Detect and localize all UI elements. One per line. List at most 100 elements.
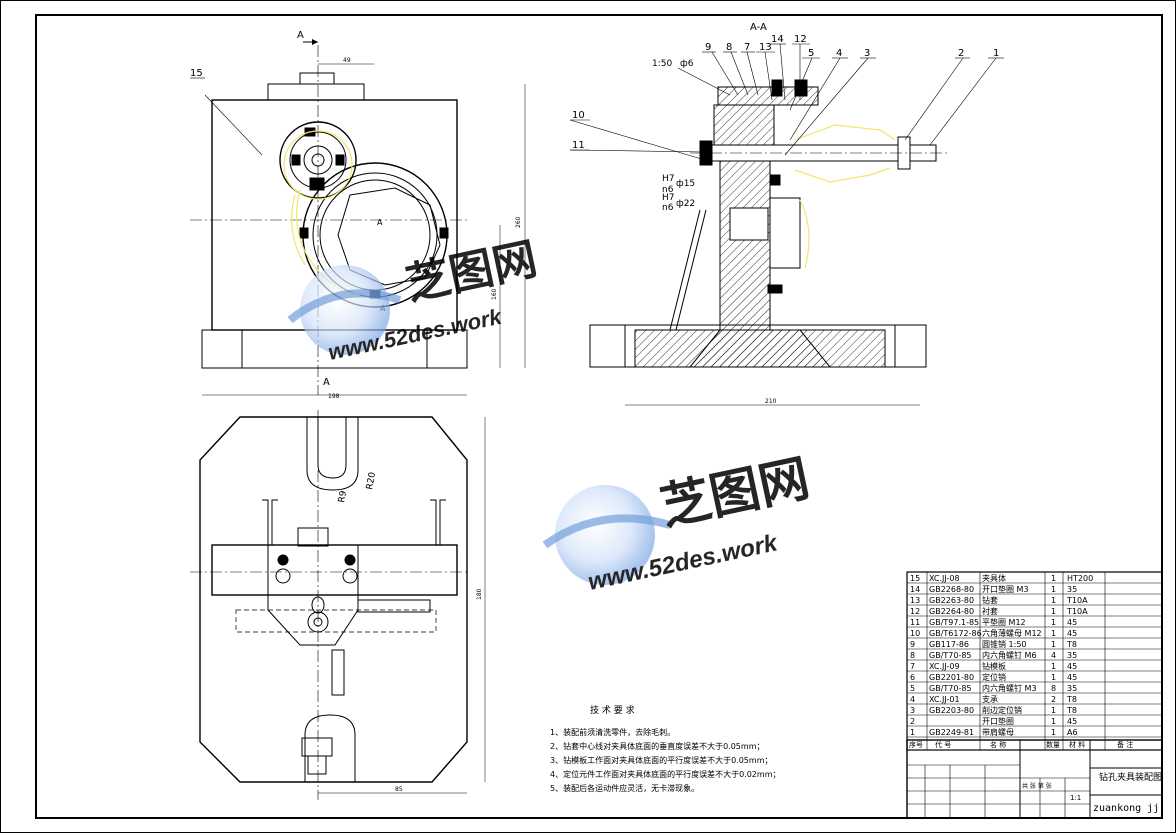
bom-cell-name: 开口垫圈 M3 (982, 584, 1029, 594)
bom-header-no: 序号 (909, 740, 923, 749)
bom-cell-qty: 8 (1051, 684, 1056, 693)
bom-cell-material: 45 (1067, 629, 1077, 638)
dim-front-height: 260 (515, 216, 522, 228)
bom-cell-name: 定位销 (982, 672, 1006, 682)
callout-label: 13 (759, 42, 772, 53)
bom-cell-name: 开口垫圈 (982, 716, 1014, 726)
bom-cell-code: GB/T70-85 (929, 651, 972, 660)
bom-cell-name: 六角薄螺母 M12 (982, 628, 1042, 638)
bom-cell-material: HT200 (1067, 574, 1093, 583)
sheet-info: 共 张 第 张 (1022, 782, 1052, 790)
bom-cell-code: GB117-86 (929, 640, 969, 649)
bom-cell-code: GB/T6172-86 (929, 629, 982, 638)
section-title: A-A (750, 22, 767, 33)
inner-border (35, 14, 1163, 819)
bom-cell-qty: 1 (1051, 728, 1056, 737)
bom-cell-material: T8 (1066, 640, 1077, 649)
callout-12: 12 (794, 34, 807, 45)
watermark-brand: 芝图网 (656, 450, 814, 536)
callout-8: 8 (726, 42, 732, 53)
fit1-size: ф15 (676, 179, 695, 189)
bom-cell-no: 1 (910, 728, 915, 737)
bom-cell-material: 35 (1067, 651, 1077, 660)
title-block-text: 钻孔夹具装配图 1:1 共 张 第 张 zuankong jj (1022, 771, 1162, 814)
scale-note: 1:50 (652, 59, 672, 69)
callout-label: 11 (572, 140, 585, 151)
bom-cell-qty: 1 (1051, 574, 1056, 583)
bom-cell-code: GB/T70-85 (929, 684, 972, 693)
bom-cell-material: T10A (1066, 607, 1088, 616)
side-view-labels: A-A 1:50 ф6 H7 n6 ф15 H7 n6 ф22 210 (625, 22, 920, 406)
bom-cell-qty: 4 (1051, 651, 1056, 660)
mark-a-center: A (377, 218, 383, 227)
watermark-brand: 芝图网 (402, 234, 541, 309)
bom-cell-material: 45 (1067, 618, 1077, 627)
bom-cell-no: 9 (910, 640, 915, 649)
bom-cell-name: 夹具体 (982, 573, 1006, 583)
callout-15: 15 (190, 68, 203, 79)
title-block (906, 739, 1163, 819)
bom-cell-code: GB2249-81 (929, 728, 974, 737)
bom-cell-material: 45 (1067, 717, 1077, 726)
section-mark-a-top: A (297, 30, 304, 41)
callout-label: 8 (726, 42, 732, 53)
bom-cell-material: T8 (1066, 706, 1077, 715)
bom-header-material: 材 料 (1069, 740, 1085, 749)
dim-front-width: 198 (328, 393, 340, 400)
tech-item: 5、装配后各运动件应灵活，无卡滞现象。 (550, 783, 699, 793)
bom-cell-qty: 1 (1051, 673, 1056, 682)
bom-cell-name: 支承 (982, 694, 998, 704)
bom-header-qty: 数量 (1046, 740, 1060, 749)
callout-5: 5 (808, 48, 814, 59)
bom-cell-name: 平垫圈 M12 (982, 617, 1026, 627)
fit2-bottom: n6 (662, 203, 674, 213)
dim-plan-lower: 85 (395, 786, 403, 793)
dim-front-top: 49 (343, 57, 351, 64)
bom-cell-no: 11 (910, 618, 920, 627)
bom-cell-no: 4 (910, 695, 915, 704)
bom-cell-code: GB2268-80 (929, 585, 974, 594)
bom-cell-name: 钻模板 (982, 661, 1006, 671)
bom-cell-code: GB2264-80 (929, 607, 974, 616)
bom-cell-name: 钻套 (982, 595, 998, 605)
callout-10: 10 (572, 110, 585, 121)
bom-cell-name: 内六角螺钉 M6 (982, 650, 1037, 660)
bom-cell-name: 削边定位销 (982, 705, 1022, 715)
bom-cell-no: 15 (910, 574, 920, 583)
bom-cell-no: 3 (910, 706, 915, 715)
bom-cell-code: XC.JJ-08 (929, 574, 960, 583)
bom-cell-qty: 1 (1051, 607, 1056, 616)
bom-cell-qty: 1 (1051, 618, 1056, 627)
bom-cell-qty: 1 (1051, 629, 1056, 638)
bom-cell-qty: 1 (1051, 662, 1056, 671)
bom-cell-no: 13 (910, 596, 920, 605)
callout-label: 9 (705, 42, 711, 53)
bom-cell-name: 内六角螺钉 M3 (982, 683, 1037, 693)
callout-leaders (569, 43, 1004, 161)
plan-view (190, 410, 470, 800)
radius-r20: R20 (365, 471, 378, 490)
bom-cell-qty: 1 (1051, 717, 1056, 726)
callout-7: 7 (744, 42, 750, 53)
callout-13: 13 (759, 42, 772, 53)
bom-cell-material: 35 (1067, 585, 1077, 594)
bom-cell-code: GB2203-80 (929, 706, 974, 715)
fit1-bottom: n6 (662, 185, 674, 195)
pin-note: ф6 (680, 59, 694, 69)
bom-cell-no: 10 (910, 629, 920, 638)
bom-cell-material: A6 (1067, 728, 1078, 737)
bom-cell-name: 衬套 (982, 606, 998, 616)
bom-cell-no: 6 (910, 673, 915, 682)
callout-9: 9 (705, 42, 711, 53)
callout-3: 3 (864, 48, 870, 59)
tech-item: 3、钻模板工作面对夹具体底面的平行度误差不大于0.05mm； (550, 755, 773, 765)
author-tag: zuankong jj (1093, 803, 1159, 814)
callout-14: 14 (771, 34, 784, 45)
dim-front-inner: 160 (491, 288, 498, 300)
bom-cell-no: 7 (910, 662, 915, 671)
fit2-top: H7 (662, 193, 675, 203)
bom-header-note: 备 注 (1117, 740, 1133, 749)
bom-cell-material: T10A (1066, 596, 1088, 605)
